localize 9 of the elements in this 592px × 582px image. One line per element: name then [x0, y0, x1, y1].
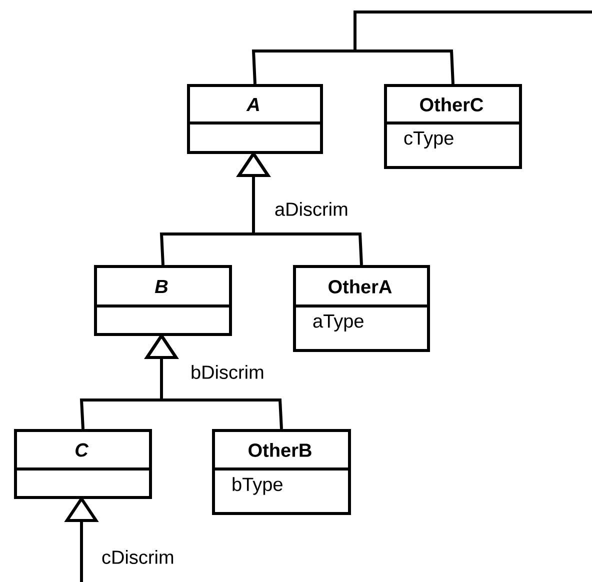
class-box: C: [14, 429, 152, 499]
class-box: A: [187, 84, 323, 154]
edge-label: bDiscrim: [192, 365, 264, 379]
edge-label: aDiscrim: [275, 202, 348, 216]
edge-label: cDiscrim: [102, 550, 174, 564]
class-box: OtherA aType: [293, 265, 430, 352]
class-box: OtherC cType: [384, 84, 522, 169]
class-box: B: [94, 265, 232, 336]
class-box: OtherB bType: [212, 429, 351, 515]
